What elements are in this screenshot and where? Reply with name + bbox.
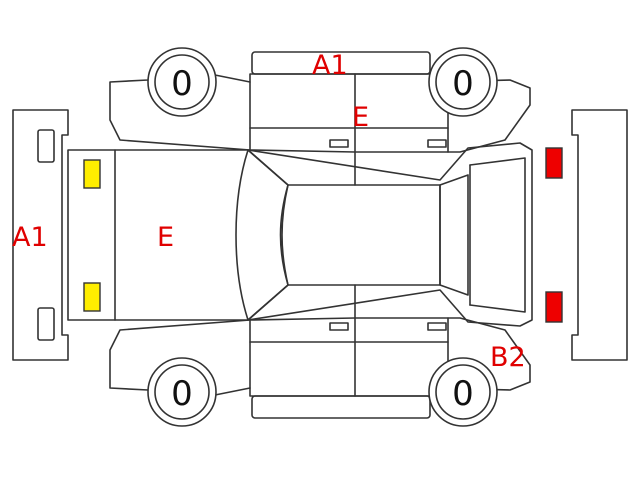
windshield — [235, 149, 289, 321]
car-body-topview — [67, 142, 533, 327]
label-hood: E — [157, 222, 174, 253]
wheel-top-right: 0 — [428, 47, 498, 117]
bottom-front-handle — [329, 322, 349, 331]
roof-panel — [281, 184, 441, 286]
label-front-bumper-top: A1 — [312, 50, 348, 81]
wheel-top-right-rating: 0 — [452, 64, 474, 104]
front-bumper-outline — [12, 109, 69, 361]
wheel-bottom-right-rating: 0 — [452, 374, 474, 414]
rear-lamp-bottom — [545, 291, 563, 323]
wheel-bottom-left-rating: 0 — [171, 374, 193, 414]
trunk-lid — [469, 157, 526, 313]
front-bumper-slot-bottom — [37, 307, 55, 341]
wheel-top-left-rating: 0 — [171, 64, 193, 104]
label-rear-corner: B2 — [490, 342, 526, 373]
front-lamp-bottom — [83, 282, 101, 312]
front-lamp-top — [83, 159, 101, 189]
front-bumper-slot-top — [37, 129, 55, 163]
bottom-rear-handle — [427, 322, 447, 331]
wheel-top-left: 0 — [147, 47, 217, 117]
bottom-rocker-panel — [251, 395, 431, 419]
wheel-bottom-right: 0 — [428, 357, 498, 427]
top-rear-handle — [427, 139, 447, 148]
rear-lamp-top — [545, 147, 563, 179]
wheel-bottom-left: 0 — [147, 357, 217, 427]
top-front-handle — [329, 139, 349, 148]
a-pillar-top — [247, 149, 289, 186]
rear-window — [439, 174, 469, 296]
label-roof: E — [352, 102, 369, 133]
label-left-bumper: A1 — [12, 222, 48, 253]
a-pillar-bottom — [247, 284, 289, 321]
rear-bumper-outline — [571, 109, 628, 361]
top-rocker-panel — [251, 51, 431, 75]
